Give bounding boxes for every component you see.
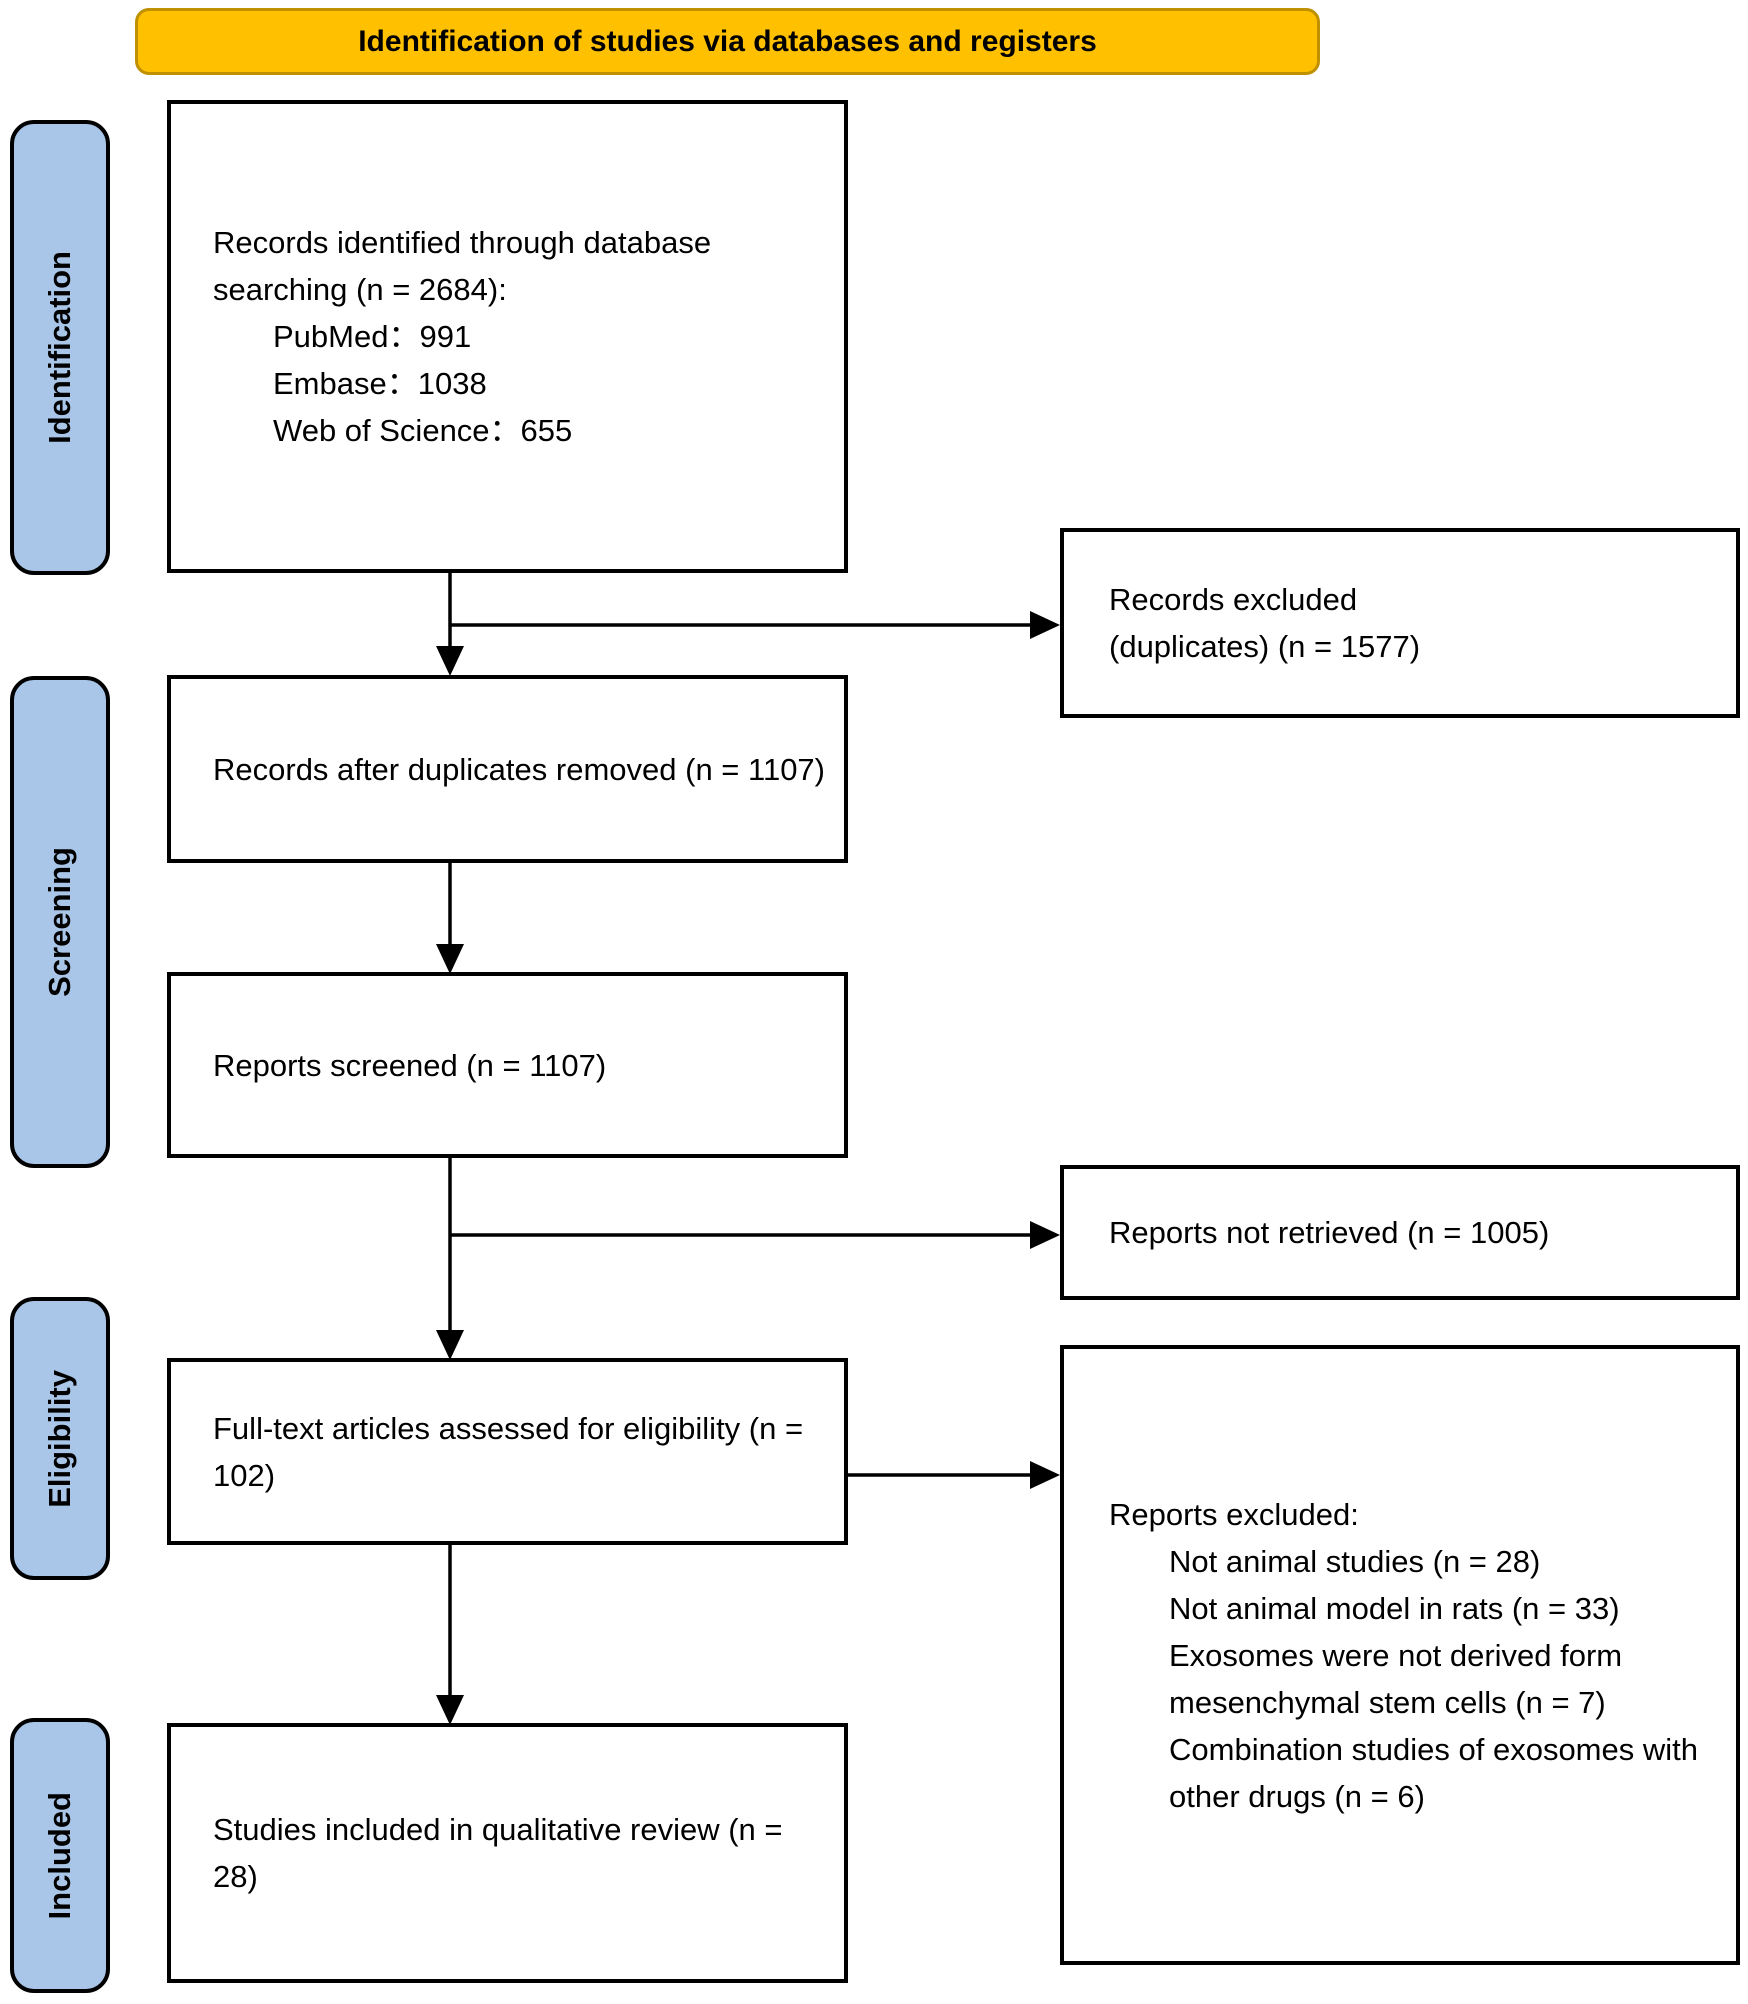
records-identified-embase: Embase：1038 [273, 366, 487, 401]
records-identified-pubmed: PubMed：991 [273, 319, 472, 354]
stage-eligibility: Eligibility [10, 1297, 110, 1580]
stage-identification-label: Identification [42, 251, 77, 444]
arrowhead-fulltext-to-included [436, 1695, 464, 1725]
records-excluded-line1: Records excluded [1109, 582, 1358, 617]
records-identified-wos: Web of Science：655 [273, 413, 573, 448]
stage-included: Included [10, 1718, 110, 1993]
box-records-excluded-duplicates: Records excluded (duplicates) (n = 1577) [1060, 528, 1740, 718]
reports-screened-text: Reports screened (n = 1107) [213, 1047, 607, 1083]
records-excluded-line2: (duplicates) (n = 1577) [1109, 629, 1421, 664]
stage-screening-label: Screening [42, 847, 77, 997]
box-reports-not-retrieved: Reports not retrieved (n = 1005) [1060, 1165, 1740, 1300]
box-after-duplicates: Records after duplicates removed (n = 11… [167, 675, 848, 863]
reports-excluded-item-4: Combination studies of exosomes with oth… [1169, 1731, 1698, 1814]
arrowhead-to-records-excluded [1030, 611, 1060, 639]
arrowhead-to-not-retrieved [1030, 1221, 1060, 1249]
stage-identification: Identification [10, 120, 110, 575]
stage-screening: Screening [10, 676, 110, 1168]
stage-included-label: Included [42, 1791, 77, 1920]
box-reports-excluded: Reports excluded: Not animal studies (n … [1060, 1345, 1740, 1965]
stage-eligibility-label: Eligibility [42, 1369, 77, 1508]
diagram-title-banner: Identification of studies via databases … [135, 8, 1320, 75]
arrowhead-screened-to-fulltext [436, 1330, 464, 1360]
after-duplicates-text: Records after duplicates removed (n = 11… [213, 751, 825, 787]
reports-excluded-title: Reports excluded: [1109, 1496, 1359, 1532]
box-fulltext-assessed: Full-text articles assessed for eligibil… [167, 1358, 848, 1545]
arrowhead-identified-to-deduped [436, 646, 464, 676]
reports-not-retrieved-text: Reports not retrieved (n = 1005) [1109, 1215, 1550, 1250]
box-records-identified: Records identified through database sear… [167, 100, 848, 573]
box-reports-screened: Reports screened (n = 1107) [167, 972, 848, 1158]
reports-excluded-item-1: Not animal studies (n = 28) [1169, 1543, 1541, 1579]
reports-excluded-item-3: Exosomes were not derived form mesenchym… [1169, 1637, 1623, 1720]
reports-excluded-item-2: Not animal model in rats (n = 33) [1169, 1590, 1620, 1626]
arrowhead-deduped-to-screened [436, 944, 464, 974]
fulltext-assessed-text: Full-text articles assessed for eligibil… [213, 1410, 804, 1493]
studies-included-text: Studies included in qualitative review (… [213, 1812, 783, 1894]
box-studies-included: Studies included in qualitative review (… [167, 1723, 848, 1983]
diagram-title: Identification of studies via databases … [358, 24, 1097, 58]
arrowhead-to-reports-excluded [1030, 1461, 1060, 1489]
records-identified-text: Records identified through database sear… [213, 225, 712, 307]
